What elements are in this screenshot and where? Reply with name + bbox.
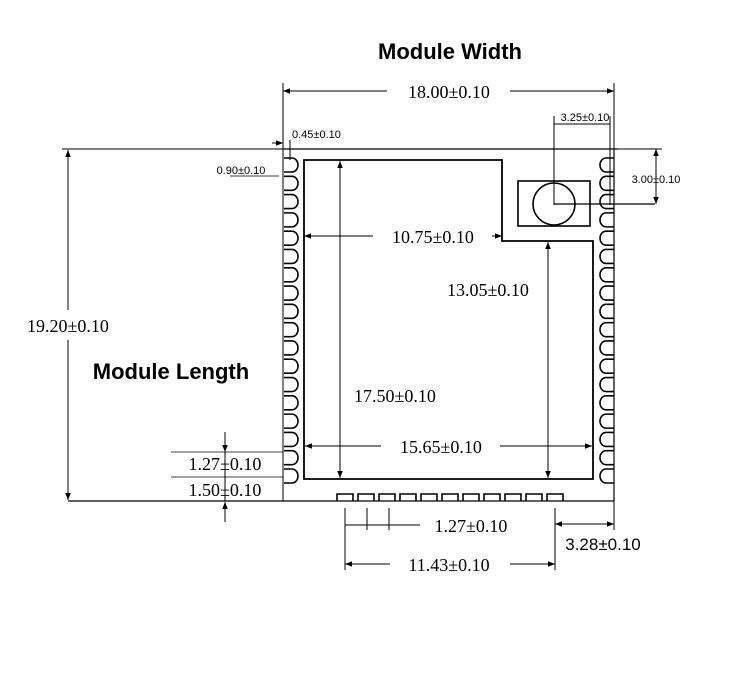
left-pad	[284, 358, 299, 375]
bottom-pad	[336, 493, 354, 501]
shield-width-dimension: 15.65±0.10	[305, 437, 592, 457]
bottom-pad	[462, 493, 480, 501]
right-pad	[599, 340, 614, 356]
shield-top-width-value: 10.75±0.10	[392, 227, 474, 247]
left-pad	[284, 340, 299, 356]
bottom-pad	[441, 493, 459, 501]
connector-width-value: 3.25±0.10	[561, 112, 610, 124]
bottom-pad	[483, 493, 501, 501]
right-pad	[599, 193, 614, 210]
left-pad	[284, 285, 299, 301]
connector-width-dimension: 3.25±0.10	[553, 112, 611, 205]
left-pad	[284, 266, 299, 283]
left-pad	[284, 175, 299, 192]
shield-height-dimension: 17.50±0.10	[337, 161, 436, 478]
right-pad	[599, 413, 614, 429]
left-pad	[284, 431, 299, 448]
shield-height-value: 17.50±0.10	[354, 386, 436, 406]
bottom-span-dimension: 11.43±0.10	[345, 508, 556, 575]
left-pad	[284, 212, 299, 228]
bottom-pitch-value: 1.27±0.10	[435, 516, 508, 536]
bottom-pad	[399, 493, 417, 501]
right-pad	[599, 321, 614, 338]
left-pad	[284, 321, 299, 338]
left-pad	[284, 413, 299, 429]
right-pad	[599, 468, 614, 484]
shield-right-height-value: 13.05±0.10	[447, 280, 529, 300]
bottom-margin-value: 1.50±0.10	[189, 480, 262, 500]
left-pad	[284, 157, 299, 173]
right-castellated-pads	[599, 157, 614, 484]
left-castellated-pads	[284, 157, 299, 484]
right-pad	[599, 175, 614, 192]
bottom-pad	[504, 493, 522, 501]
shield-top-width-dimension: 10.75±0.10	[304, 227, 502, 247]
right-pad	[599, 248, 614, 265]
bottom-span-value: 11.43±0.10	[408, 555, 489, 575]
right-pad	[599, 303, 614, 320]
connector-height-dimension: 3.00±0.10	[614, 148, 681, 204]
left-pad	[284, 248, 299, 265]
pad-width-value: 0.90±0.10	[217, 165, 266, 177]
module-width-value: 18.00±0.10	[408, 82, 490, 102]
left-pad	[284, 230, 299, 246]
left-pad	[284, 468, 299, 484]
bottom-pad	[357, 493, 375, 501]
shield-can-outline	[303, 159, 594, 480]
right-pad	[599, 449, 614, 466]
right-pad	[599, 358, 614, 375]
edge-offset-value: 0.45±0.10	[292, 129, 341, 141]
shield-width-value: 15.65±0.10	[400, 437, 482, 457]
module-width-dimension: 18.00±0.10	[283, 82, 615, 149]
right-pad	[599, 376, 614, 393]
left-pad	[284, 376, 299, 393]
left-pad	[284, 395, 299, 411]
right-pad	[599, 395, 614, 411]
bottom-pads	[336, 493, 564, 501]
bottom-pad	[378, 493, 396, 501]
module-width-title: Module Width	[378, 39, 522, 64]
edge-offset-dimension: 0.45±0.10	[272, 129, 341, 160]
side-pitch-value: 1.27±0.10	[189, 454, 262, 474]
connector-height-value: 3.00±0.10	[632, 174, 681, 186]
right-pad	[599, 212, 614, 228]
bottom-pad	[420, 493, 438, 501]
pad-width-dimension: 0.90±0.10	[217, 165, 279, 177]
module-length-dimension: 19.20±0.10	[27, 148, 283, 500]
right-pad	[599, 285, 614, 301]
module-length-title: Module Length	[93, 359, 249, 384]
module-length-value: 19.20±0.10	[27, 316, 109, 336]
bottom-right-offset-value: 3.28±0.10	[565, 535, 641, 554]
side-pad-dimensions: 1.27±0.10 1.50±0.10	[171, 432, 283, 522]
bottom-right-offset-dimension: 3.28±0.10	[555, 501, 641, 554]
right-pad	[599, 157, 614, 173]
right-pad	[599, 230, 614, 246]
module-outline	[68, 83, 618, 502]
left-pad	[284, 193, 299, 210]
right-pad	[599, 266, 614, 283]
antenna-connector	[517, 180, 655, 227]
right-pad	[599, 431, 614, 448]
left-pad	[284, 449, 299, 466]
left-pad	[284, 303, 299, 320]
bottom-pad	[525, 493, 543, 501]
bottom-pad	[546, 493, 564, 501]
bottom-pitch-dimension: 1.27±0.10	[344, 508, 508, 570]
shield-right-height-dimension: 13.05±0.10	[447, 242, 551, 478]
